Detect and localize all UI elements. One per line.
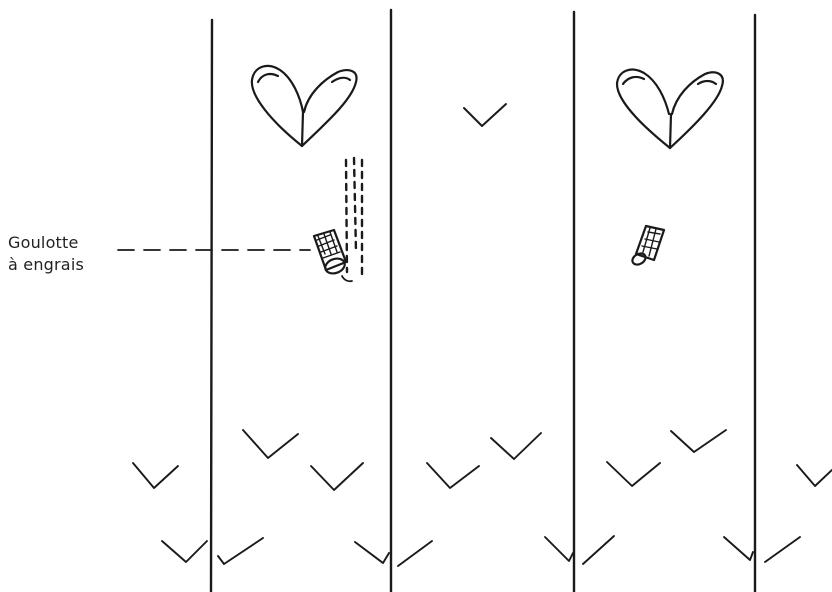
fertilizer-chute-label: Goulotte à engrais	[8, 232, 84, 276]
v-mark-icon	[490, 432, 542, 460]
furrow-line-1	[209, 18, 214, 592]
furrow-lines	[209, 8, 757, 592]
fertilizer-chute-icon	[631, 224, 666, 266]
v-mark-icon	[463, 103, 507, 127]
v-mark-icon	[310, 462, 364, 491]
v-mark-icon	[670, 429, 727, 453]
furrow-line-2	[389, 8, 393, 592]
v-mark-icon	[242, 429, 299, 459]
v-mark-icon	[426, 462, 480, 489]
v-mark-icon	[397, 540, 433, 567]
seedling-row	[132, 429, 832, 567]
label-line-1: Goulotte	[8, 233, 79, 252]
v-mark-icon	[544, 536, 574, 562]
heart-shaped-seedling-icon	[250, 64, 358, 148]
v-mark-icon	[161, 540, 208, 563]
v-mark-icon	[796, 464, 832, 487]
v-mark-icon	[217, 555, 225, 565]
v-mark-icon	[132, 462, 179, 489]
v-mark-icon	[764, 536, 801, 563]
v-mark-icon	[582, 535, 615, 565]
v-mark-icon	[223, 537, 264, 565]
v-mark-icon	[606, 461, 661, 487]
v-mark-icon	[723, 536, 754, 561]
fertilizer-stream	[344, 156, 364, 278]
label-line-2: à engrais	[8, 255, 84, 274]
heart-shaped-seedling-icon	[615, 68, 724, 150]
v-mark-icon	[354, 541, 390, 564]
furrow-line-3	[572, 10, 576, 592]
furrow-line-4	[753, 13, 757, 592]
